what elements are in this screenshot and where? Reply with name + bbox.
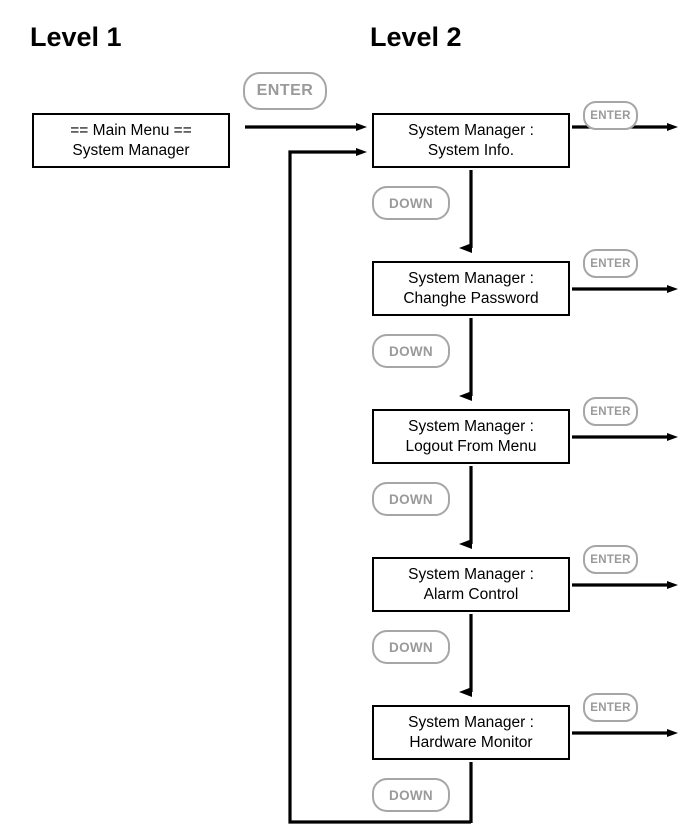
- enter-key-change-password[interactable]: ENTER: [583, 249, 638, 278]
- down-key-system-info[interactable]: DOWN: [372, 186, 450, 220]
- menu-box-line-1: System Manager :: [408, 121, 534, 139]
- down-key-change-password[interactable]: DOWN: [372, 334, 450, 368]
- menu-box-hardware-monitor[interactable]: System Manager : Hardware Monitor: [372, 705, 570, 760]
- menu-box-line-1: System Manager :: [408, 417, 534, 435]
- menu-box-system-info[interactable]: System Manager : System Info.: [372, 113, 570, 168]
- enter-key-main-menu[interactable]: ENTER: [243, 72, 327, 110]
- enter-key-logout-from-menu[interactable]: ENTER: [583, 397, 638, 426]
- menu-box-line-2: Hardware Monitor: [409, 733, 533, 751]
- menu-box-logout-from-menu[interactable]: System Manager : Logout From Menu: [372, 409, 570, 464]
- menu-box-line-2: System Manager: [72, 141, 190, 159]
- enter-key-hardware-monitor[interactable]: ENTER: [583, 693, 638, 722]
- menu-box-change-password[interactable]: System Manager : Changhe Password: [372, 261, 570, 316]
- level-1-title: Level 1: [30, 22, 122, 52]
- menu-box-alarm-control[interactable]: System Manager : Alarm Control: [372, 557, 570, 612]
- menu-box-line-1: System Manager :: [408, 269, 534, 287]
- menu-box-line-1: System Manager :: [408, 565, 534, 583]
- level-2-title: Level 2: [370, 22, 462, 52]
- menu-box-line-1: == Main Menu ==: [70, 121, 192, 139]
- down-key-logout-from-menu[interactable]: DOWN: [372, 482, 450, 516]
- enter-key-alarm-control[interactable]: ENTER: [583, 545, 638, 574]
- menu-box-line-1: System Manager :: [408, 713, 534, 731]
- menu-box-main-menu[interactable]: == Main Menu == System Manager: [32, 113, 230, 168]
- menu-box-line-2: Changhe Password: [403, 289, 539, 307]
- enter-key-system-info[interactable]: ENTER: [583, 101, 638, 130]
- down-key-alarm-control[interactable]: DOWN: [372, 630, 450, 664]
- menu-box-line-2: Alarm Control: [423, 585, 519, 603]
- menu-box-line-2: Logout From Menu: [405, 437, 537, 455]
- down-key-hardware-monitor[interactable]: DOWN: [372, 778, 450, 812]
- menu-box-line-2: System Info.: [427, 141, 515, 159]
